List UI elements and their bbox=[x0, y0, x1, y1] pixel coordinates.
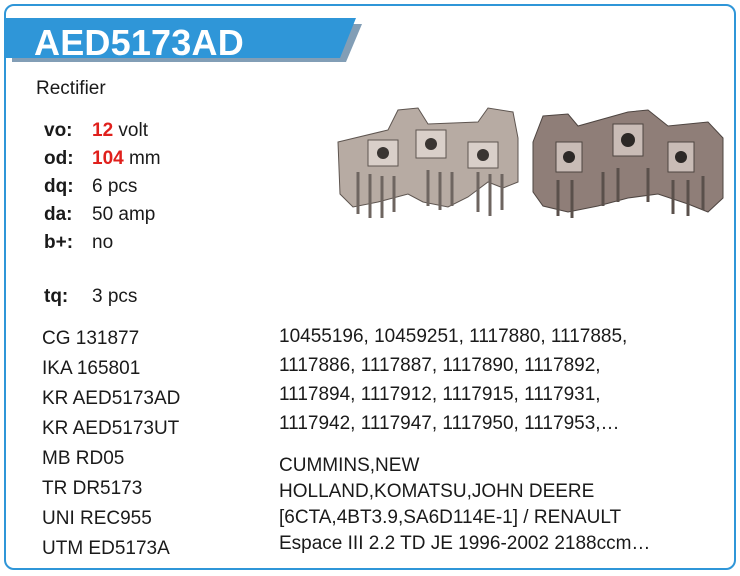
part-number-title: AED5173AD bbox=[34, 22, 244, 63]
spec-value: 104 bbox=[92, 148, 124, 169]
spec-key: tq: bbox=[44, 286, 69, 307]
oem-number-line: 1117894, 1117912, 1117915, 1117931, bbox=[279, 384, 601, 405]
spec-value: 3 pcs bbox=[92, 286, 138, 307]
oem-number-line: 1117886, 1117887, 1117890, 1117892, bbox=[279, 355, 601, 376]
spec-value: no bbox=[92, 232, 114, 253]
title-banner: AED5173AD bbox=[6, 18, 366, 68]
oem-number-line: 10455196, 10459251, 1117880, 1117885, bbox=[279, 326, 628, 347]
diode-terminals-right bbox=[563, 133, 687, 163]
rectifier-right-icon bbox=[532, 109, 724, 213]
reference-item: UNI REC955 bbox=[42, 508, 152, 529]
spec-key: da: bbox=[44, 204, 73, 225]
heatsink-fins-left bbox=[356, 170, 504, 218]
spec-row-dq: dq: 6 pcs bbox=[44, 176, 137, 198]
application-line: [6CTA,4BT3.9,SA6D114E-1] / RENAULT bbox=[279, 507, 622, 528]
reference-item: TR DR5173 bbox=[42, 478, 143, 499]
spec-value: 50 amp bbox=[92, 204, 156, 225]
spec-key: b+: bbox=[44, 232, 74, 253]
spec-unit: volt bbox=[118, 120, 148, 141]
spec-row-vo: vo: 12 volt bbox=[44, 120, 148, 142]
diode-terminals-left bbox=[377, 138, 489, 161]
spec-row-od: od: 104 mm bbox=[44, 148, 161, 170]
reference-item: KR AED5173AD bbox=[42, 388, 181, 409]
heatsink-fins-right bbox=[556, 168, 705, 218]
spec-key: vo: bbox=[44, 120, 73, 141]
reference-item: UTM ED5173A bbox=[42, 538, 170, 559]
oem-number-line: 1117942, 1117947, 1117950, 1117953,… bbox=[279, 413, 620, 434]
spec-value: 6 pcs bbox=[92, 176, 138, 197]
application-list: CUMMINS,NEW HOLLAND,KOMATSU,JOHN DEERE [… bbox=[279, 453, 709, 557]
reference-item: KR AED5173UT bbox=[42, 418, 180, 439]
banner-shape bbox=[6, 18, 362, 62]
cross-reference-list: CG 131877 IKA 165801 KR AED5173AD KR AED… bbox=[42, 324, 180, 564]
spec-key: dq: bbox=[44, 176, 74, 197]
spec-value: 12 bbox=[92, 120, 114, 141]
spec-key: od: bbox=[44, 148, 74, 169]
application-line: Espace III 2.2 TD JE 1996-2002 2188ccm… bbox=[279, 533, 651, 554]
rectifier-product-image bbox=[337, 107, 724, 218]
spec-unit: mm bbox=[128, 148, 161, 169]
reference-item: IKA 165801 bbox=[42, 358, 141, 379]
product-card: AED5173AD Rectifier vo: 12 volt od: 104 mm… bbox=[4, 4, 736, 570]
spec-row-da: da: 50 amp bbox=[44, 204, 155, 226]
reference-item: CG 131877 bbox=[42, 328, 140, 349]
application-line: HOLLAND,KOMATSU,JOHN DEERE bbox=[279, 481, 595, 502]
spec-row-bplus: b+: no bbox=[44, 232, 113, 254]
oem-number-list: 10455196, 10459251, 1117880, 1117885, 11… bbox=[279, 322, 699, 438]
application-line: CUMMINS,NEW bbox=[279, 455, 420, 476]
spec-row-tq: tq: 3 pcs bbox=[44, 286, 137, 308]
product-type: Rectifier bbox=[36, 78, 106, 99]
reference-item: MB RD05 bbox=[42, 448, 125, 469]
